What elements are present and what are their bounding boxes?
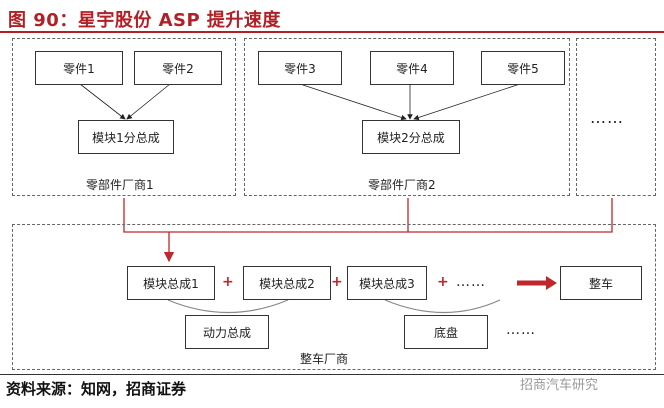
part-box-5: 零件5: [481, 51, 565, 85]
watermark: 招商汽车研究: [520, 378, 599, 393]
bracket-chassis: [384, 299, 501, 314]
figure-source: 资料来源：知网，招商证券: [6, 380, 187, 398]
arrow-part3-module2: [299, 83, 407, 121]
part-box-1: 零件1: [35, 51, 123, 85]
title-rule: [0, 31, 664, 33]
oem-more-dots: ……: [456, 274, 486, 290]
supplier-group-more: [576, 38, 656, 196]
arrow-part5-module2: [413, 83, 521, 121]
plus-sign-1: +: [222, 274, 234, 290]
supplier-more-dots: ……: [590, 108, 624, 127]
sub-module-more-dots: ……: [506, 322, 536, 338]
powertrain-box: 动力总成: [185, 315, 269, 349]
result-arrow-head: [546, 276, 557, 290]
supplier-label-2: 零部件厂商2: [368, 178, 436, 192]
part-box-2: 零件2: [134, 51, 222, 85]
arrow-part1-module1: [79, 83, 126, 120]
module-box-1: 模块1分总成: [78, 120, 174, 154]
part-box-3: 零件3: [258, 51, 342, 85]
source-rule: [0, 374, 664, 375]
oem-group: [12, 224, 656, 370]
oem-module-box-3: 模块总成3: [347, 266, 427, 300]
bracket-powertrain: [167, 299, 289, 314]
part-box-4: 零件4: [370, 51, 454, 85]
oem-module-box-2: 模块总成2: [243, 266, 331, 300]
module-box-2: 模块2分总成: [362, 120, 460, 154]
arrow-part2-module1: [126, 83, 171, 120]
supplier-group-1: [12, 38, 236, 196]
supply-connector: [123, 198, 613, 233]
oem-module-box-1: 模块总成1: [127, 266, 215, 300]
plus-sign-2: +: [331, 274, 343, 290]
figure-title: 图 90：星宇股份 ASP 提升速度: [8, 10, 281, 31]
plus-sign-3: +: [437, 274, 449, 290]
vehicle-box: 整车: [560, 266, 642, 300]
oem-label: 整车厂商: [300, 352, 349, 366]
supplier-group-2: [244, 38, 570, 196]
supplier-label-1: 零部件厂商1: [86, 178, 154, 192]
chassis-box: 底盘: [404, 315, 488, 349]
